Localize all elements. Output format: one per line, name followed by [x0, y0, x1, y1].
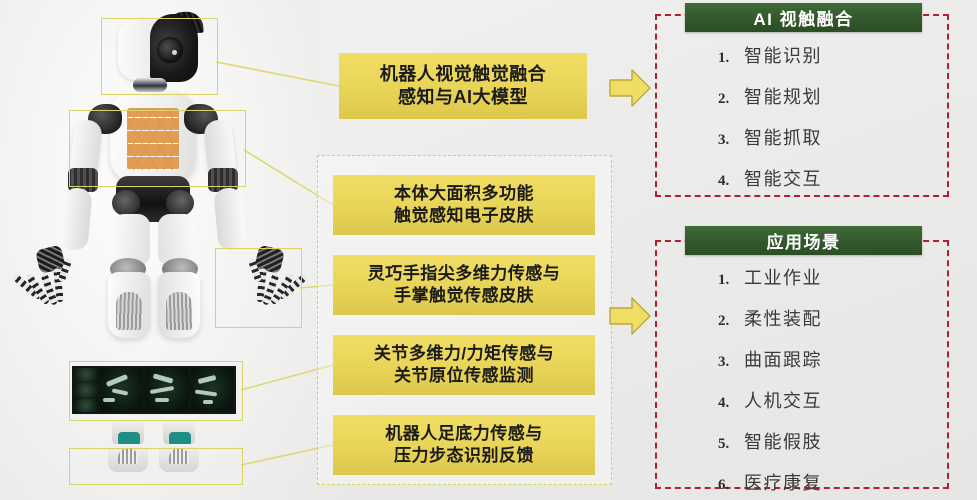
list-item-number: 4.	[718, 173, 730, 189]
list-item-number: 5.	[718, 436, 730, 452]
list-item-number: 3.	[718, 354, 730, 370]
list-item-label: 工业作业	[744, 268, 822, 288]
robot-shin-vent-right	[166, 292, 192, 330]
list-item-number: 4.	[718, 395, 730, 411]
robot-hip-left	[112, 190, 140, 216]
list-item[interactable]: 5. 智能假肢	[718, 428, 822, 454]
tech-item-fingertip-sensing[interactable]: 灵巧手指尖多维力传感与 手掌触觉传感皮肤	[333, 255, 595, 315]
robot-ankle-accent-right	[169, 432, 191, 446]
robot-foot-sensor-left	[118, 448, 138, 464]
list-item[interactable]: 1. 工业作业	[718, 264, 822, 290]
robot-chest-tactile-skin	[127, 108, 179, 170]
main-concept-box[interactable]: 机器人视觉触觉融合 感知与AI大模型	[339, 53, 587, 119]
list-item[interactable]: 3. 智能抓取	[718, 124, 822, 150]
application-scenarios-panel-title: 应用场景	[685, 226, 922, 255]
tech-item-line-2: 触觉感知电子皮肤	[394, 206, 534, 225]
tech-item-line-1: 灵巧手指尖多维力传感与	[367, 264, 561, 284]
list-item-label: 智能抓取	[744, 128, 822, 148]
list-item-number: 6.	[718, 477, 730, 493]
tech-item-line-1: 关节多维力/力矩传感与	[373, 344, 555, 364]
robot-head-sensor-dot	[172, 50, 177, 55]
list-item[interactable]: 4. 人机交互	[718, 387, 822, 413]
sensor-film-strip	[72, 366, 236, 414]
robot-foot-sensor-right	[169, 448, 189, 464]
highlight-box-torso	[69, 110, 246, 187]
highlight-box-head	[101, 18, 218, 95]
list-item-label: 医疗康复	[744, 473, 822, 493]
arrow-to-scenario-panel	[609, 297, 651, 335]
robot-forearm-right	[213, 186, 247, 252]
list-item-label: 智能规划	[744, 87, 822, 107]
robot-head-visor	[157, 37, 183, 63]
application-scenarios-list: 1. 工业作业 2. 柔性装配 3. 曲面跟踪 4. 人机交互 5. 智能假肢 …	[718, 264, 822, 500]
robot-thigh-right	[158, 214, 196, 266]
list-item[interactable]: 3. 曲面跟踪	[718, 346, 822, 372]
list-item-label: 智能识别	[744, 46, 822, 66]
list-item-number: 1.	[718, 272, 730, 288]
robot-shin-vent-left	[116, 292, 142, 330]
tech-item-foot-pressure[interactable]: 机器人足底力传感与 压力步态识别反馈	[333, 415, 595, 475]
list-item[interactable]: 1. 智能识别	[718, 42, 822, 68]
robot-hip-right	[166, 190, 194, 216]
tech-item-body-skin[interactable]: 本体大面积多功能 触觉感知电子皮肤	[333, 175, 595, 235]
robot-forearm-left	[59, 186, 93, 252]
list-item[interactable]: 6. 医疗康复	[718, 469, 822, 495]
arrow-to-ai-panel	[609, 69, 651, 107]
ai-fusion-list: 1. 智能识别 2. 智能规划 3. 智能抓取 4. 智能交互	[718, 42, 822, 206]
highlight-box-foot	[69, 448, 243, 485]
robot-head-face	[118, 18, 152, 80]
main-concept-line-1: 机器人视觉触觉融合	[379, 63, 547, 84]
highlight-box-sensor-film	[69, 361, 243, 421]
list-item-number: 1.	[718, 50, 730, 66]
list-item-number: 2.	[718, 313, 730, 329]
list-item-label: 人机交互	[744, 391, 822, 411]
list-item[interactable]: 4. 智能交互	[718, 165, 822, 191]
list-item-number: 3.	[718, 132, 730, 148]
list-item-label: 柔性装配	[744, 309, 822, 329]
sensor-film-panel	[99, 368, 144, 412]
tech-item-joint-torque[interactable]: 关节多维力/力矩传感与 关节原位传感监测	[333, 335, 595, 395]
list-item-number: 2.	[718, 91, 730, 107]
highlight-box-hand	[215, 248, 302, 328]
ai-fusion-panel-title: AI 视触融合	[685, 3, 922, 32]
list-item-label: 智能交互	[744, 169, 822, 189]
sensor-film-panel	[145, 368, 189, 412]
list-item-label: 智能假肢	[744, 432, 822, 452]
sensor-film-panel	[190, 368, 234, 412]
robot-neck	[133, 78, 167, 92]
tech-item-line-2: 压力步态识别反馈	[394, 446, 534, 465]
tech-item-line-2: 手掌触觉传感皮肤	[394, 286, 534, 305]
main-concept-line-2: 感知与AI大模型	[398, 87, 528, 107]
robot-hand-left	[11, 241, 89, 315]
list-item[interactable]: 2. 智能规划	[718, 83, 822, 109]
robot-ankle-accent-left	[118, 432, 140, 446]
tech-item-line-1: 本体大面积多功能	[394, 184, 534, 204]
tech-item-line-1: 机器人足底力传感与	[385, 424, 543, 444]
robot-thigh-left	[112, 214, 150, 266]
tech-item-line-2: 关节原位传感监测	[394, 366, 534, 385]
list-item[interactable]: 2. 柔性装配	[718, 305, 822, 331]
list-item-label: 曲面跟踪	[744, 350, 822, 370]
sensor-film-thumbnails	[74, 368, 98, 412]
